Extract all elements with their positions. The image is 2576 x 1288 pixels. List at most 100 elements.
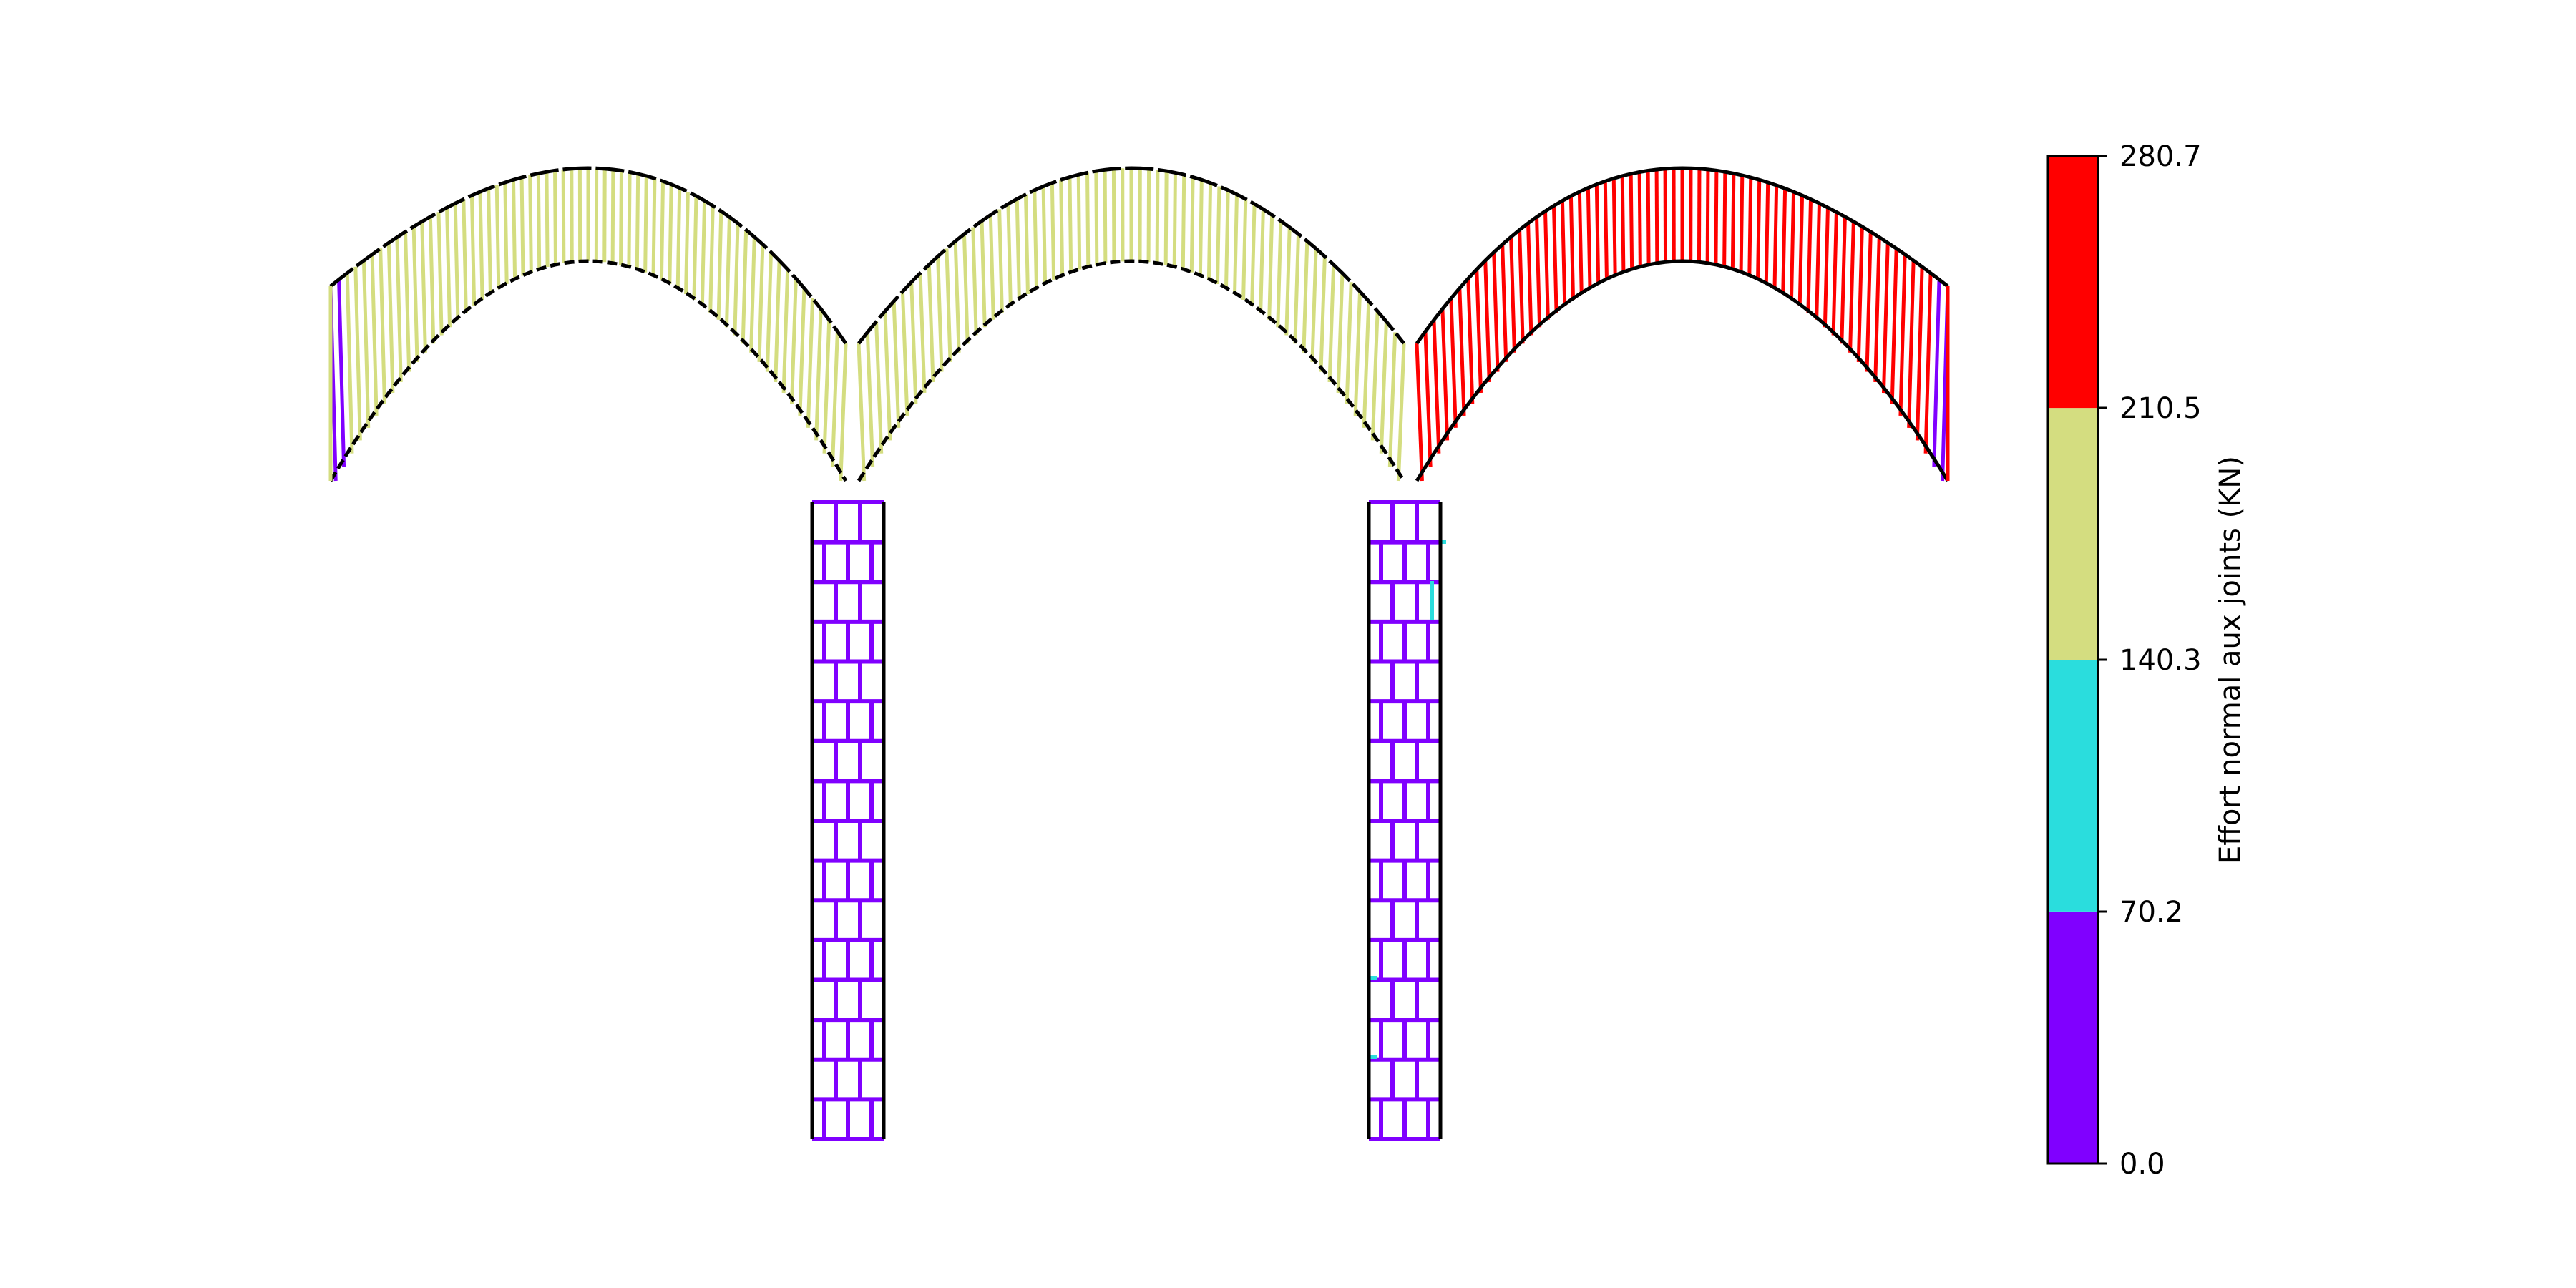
joint-line: [724, 217, 731, 328]
joint-line: [1362, 301, 1371, 428]
joint-line: [1224, 190, 1230, 289]
joint-line: [945, 248, 952, 362]
joint-line: [1310, 248, 1318, 362]
joint-line: [1518, 230, 1525, 344]
joint-line: [988, 215, 995, 320]
joint-line: [716, 211, 723, 320]
joint-line: [478, 192, 484, 301]
piers: [810, 500, 1446, 1141]
arch-right-span: [1415, 166, 1950, 482]
joint-line: [1730, 173, 1736, 270]
joint-line: [1466, 278, 1475, 404]
joint-line: [345, 273, 354, 454]
joint-line: [997, 209, 1004, 313]
joint-line: [918, 273, 927, 394]
joint-line: [1739, 175, 1745, 273]
joint-line: [1797, 195, 1805, 306]
joint-line: [1764, 182, 1770, 284]
joint-line: [839, 343, 848, 482]
joint-line: [1094, 171, 1099, 265]
joint-line: [1577, 191, 1584, 295]
joint-line: [503, 182, 509, 284]
joint-line: [1823, 207, 1830, 328]
joint-line: [462, 199, 468, 313]
joint-line: [1387, 332, 1397, 467]
joint-line: [1815, 203, 1821, 320]
joint-line: [1015, 199, 1021, 301]
joint-line: [1033, 190, 1039, 289]
joint-line: [857, 343, 867, 482]
colorbar-tick-label: 210.5: [2119, 392, 2202, 425]
arch-intrados: [857, 259, 1406, 482]
joint-line: [1198, 180, 1204, 276]
joint-line: [927, 264, 935, 383]
joint-line: [1059, 180, 1065, 276]
joint-line: [1076, 175, 1082, 270]
joint-line: [1050, 182, 1056, 280]
colorbar-bands: [2048, 156, 2098, 1163]
joint-line: [1865, 231, 1873, 372]
joint-line: [1284, 227, 1292, 336]
joint-line: [536, 173, 542, 270]
joint-line: [370, 254, 379, 416]
joint-line: [1068, 177, 1073, 273]
joint-line: [619, 170, 623, 265]
colorbar-band: [2048, 911, 2098, 1163]
joint-line: [1907, 260, 1916, 428]
joint-line: [668, 184, 673, 284]
joint-line: [741, 230, 748, 344]
joint-line: [1103, 170, 1108, 263]
joint-line: [651, 178, 657, 276]
colorbar-band: [2048, 408, 2098, 660]
joint-line: [1873, 237, 1881, 383]
joint-line: [528, 175, 533, 273]
joint-line: [1840, 216, 1847, 344]
joint-line: [511, 180, 517, 280]
joint-line: [1215, 186, 1221, 284]
joint-line: [1646, 170, 1651, 265]
arch-joints: [328, 168, 848, 482]
joint-line: [1181, 175, 1186, 270]
joint-line: [1568, 195, 1576, 301]
joint-line: [1789, 192, 1796, 301]
joint-line: [790, 278, 798, 404]
colorbar-tick-label: 0.0: [2119, 1148, 2165, 1181]
joint-line: [386, 243, 395, 394]
joint-line: [1336, 273, 1345, 394]
joint-line: [708, 205, 715, 313]
joint-line: [1603, 181, 1609, 280]
joint-line: [561, 169, 566, 263]
joint-line: [1475, 269, 1483, 394]
joint-line: [900, 291, 909, 416]
joint-line: [1560, 200, 1567, 306]
joint-line: [1432, 320, 1441, 454]
joint-line: [1890, 248, 1898, 404]
joint-line: [765, 252, 773, 372]
joint-line: [883, 311, 892, 441]
joint-line: [822, 320, 831, 454]
joint-line: [1293, 233, 1301, 344]
joint-line: [1458, 288, 1466, 416]
joint-line: [519, 177, 525, 276]
joint-line: [1379, 321, 1388, 454]
joint-line: [1327, 264, 1336, 383]
joint-line: [874, 321, 884, 454]
joint-line: [953, 240, 961, 353]
joint-line: [1772, 185, 1779, 289]
joint-line: [411, 226, 419, 362]
joint-line: [814, 308, 823, 441]
colorbar-tick-label: 280.7: [2119, 140, 2202, 173]
joint-line: [700, 200, 707, 306]
joint-line: [420, 221, 427, 353]
joint-line: [1259, 209, 1265, 313]
arch-extrados: [857, 166, 1405, 345]
joint-line: [428, 216, 436, 344]
arch-extrados: [329, 166, 848, 345]
joint-line: [1492, 252, 1500, 372]
arch-intrados: [1415, 259, 1950, 482]
joint-line: [962, 233, 970, 344]
joint-line: [353, 266, 362, 441]
joint-line: [635, 173, 640, 270]
joint-line: [1041, 186, 1048, 284]
